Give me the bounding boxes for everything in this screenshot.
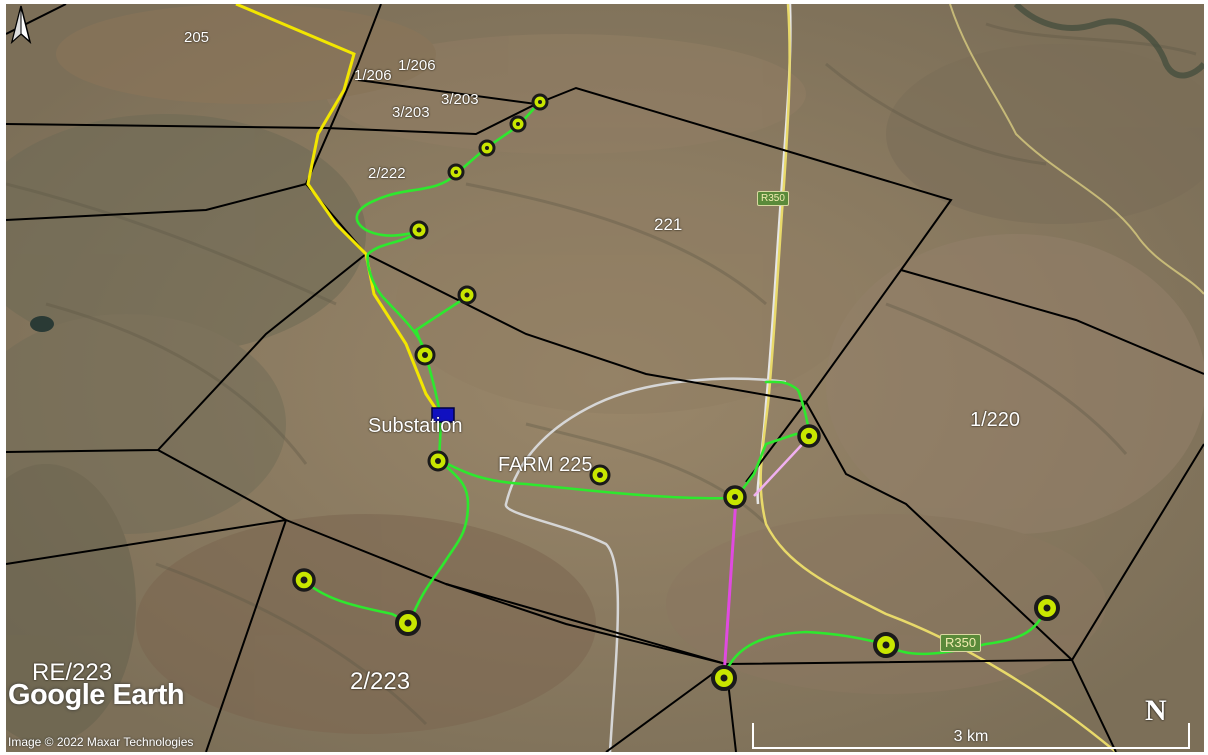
farm-label-3-203-small: 3/203 [392, 104, 430, 121]
satellite-map[interactable]: 205 1/206 1/206 3/203 3/203 2/222 221 1/… [6, 4, 1204, 752]
turbine-marker[interactable] [447, 163, 465, 181]
north-arrow-icon [10, 5, 32, 45]
pink-line-east [753, 435, 811, 497]
turbine-marker[interactable] [797, 424, 821, 448]
farm-label-3-203: 3/203 [441, 91, 479, 108]
turbine-markers[interactable] [292, 93, 1060, 691]
scale-bar: 3 km [752, 723, 1190, 749]
terrain-texture [6, 4, 1204, 744]
track-northeast [949, 4, 1204, 295]
imagery-credit: Image © 2022 Maxar Technologies [8, 735, 194, 749]
substation-label: Substation [368, 415, 463, 437]
turbine-marker[interactable] [509, 115, 527, 133]
turbine-marker[interactable] [457, 285, 477, 305]
road-shield-r350-north: R350 [757, 191, 789, 206]
turbine-marker[interactable] [711, 665, 737, 691]
farm-label-221: 221 [654, 215, 683, 234]
turbine-marker[interactable] [723, 485, 747, 509]
farm-label-1-206-small: 1/206 [354, 67, 392, 84]
farm-label-2-223: 2/223 [350, 668, 411, 695]
river [1013, 4, 1204, 79]
turbine-marker[interactable] [409, 220, 429, 240]
north-letter: N [1145, 694, 1167, 727]
pink-line-south [722, 497, 738, 677]
substation-marker[interactable] [431, 407, 455, 423]
turbine-marker[interactable] [531, 93, 549, 111]
turbine-marker[interactable] [395, 610, 421, 636]
turbine-marker[interactable] [1034, 595, 1060, 621]
farm-label-205: 205 [184, 29, 210, 46]
water-body [30, 316, 54, 332]
farm-label-1-206: 1/206 [398, 57, 436, 74]
turbine-marker[interactable] [427, 450, 449, 472]
turbine-marker[interactable] [589, 464, 611, 486]
powerline [235, 4, 440, 413]
turbine-marker[interactable] [414, 344, 436, 366]
access-road-south [504, 377, 787, 752]
farm-label-1-220: 1/220 [970, 409, 1021, 431]
terrain-streaks [6, 22, 1197, 726]
turbine-marker[interactable] [292, 568, 316, 592]
farm-label-re-223: RE/223 [32, 659, 113, 686]
farm-label-225: FARM 225 [498, 454, 593, 476]
google-earth-watermark: Google Earth [8, 679, 185, 711]
turbine-marker[interactable] [873, 632, 899, 658]
road-shield-r350-south: R350 [940, 634, 982, 653]
farm-label-2-222: 2/222 [368, 165, 406, 182]
map-canvas [6, 4, 1204, 752]
turbine-marker[interactable] [478, 139, 496, 157]
